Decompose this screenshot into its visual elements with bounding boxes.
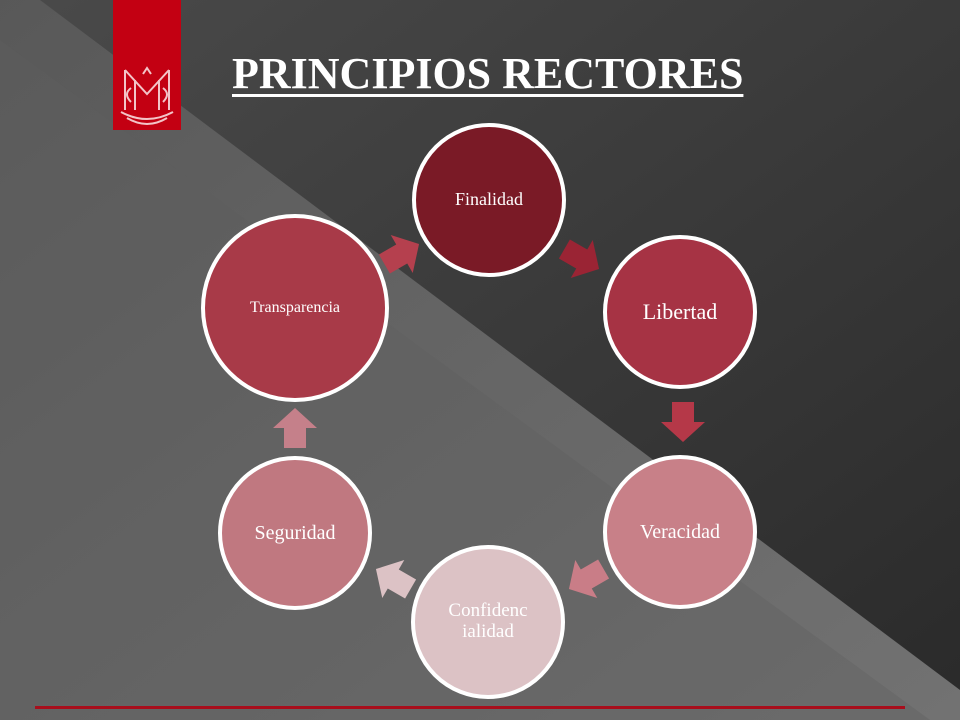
cycle-node-seguridad xyxy=(218,456,372,610)
cycle-arrow-icon xyxy=(375,559,417,599)
cycle-arrow-icon xyxy=(661,402,705,442)
cycle-arrow-icon xyxy=(273,408,317,448)
cycle-node-label: Libertad xyxy=(642,298,718,324)
cycle-node-finalidad xyxy=(412,123,566,277)
institution-logo-icon xyxy=(120,66,174,125)
cycle-node-label: Transparencia xyxy=(249,299,341,317)
cycle-node-libertad xyxy=(603,235,757,389)
footer-divider xyxy=(35,706,905,709)
cycle-arrow-icon xyxy=(568,559,610,599)
cycle-node-transparencia xyxy=(201,214,389,402)
cycle-node-confidenc-ialidad xyxy=(411,545,565,699)
cycle-node-label: Confidenc ialidad xyxy=(448,600,528,642)
cycle-arrow-icon xyxy=(558,239,600,279)
logo-band xyxy=(113,0,181,130)
cycle-node-label: Seguridad xyxy=(254,522,336,544)
cycle-node-veracidad xyxy=(603,455,757,609)
cycle-arrow-icon xyxy=(378,234,420,274)
page-title: PRINCIPIOS RECTORES xyxy=(232,49,744,98)
cycle-node-label: Finalidad xyxy=(455,189,523,210)
cycle-node-label: Veracidad xyxy=(640,521,720,543)
